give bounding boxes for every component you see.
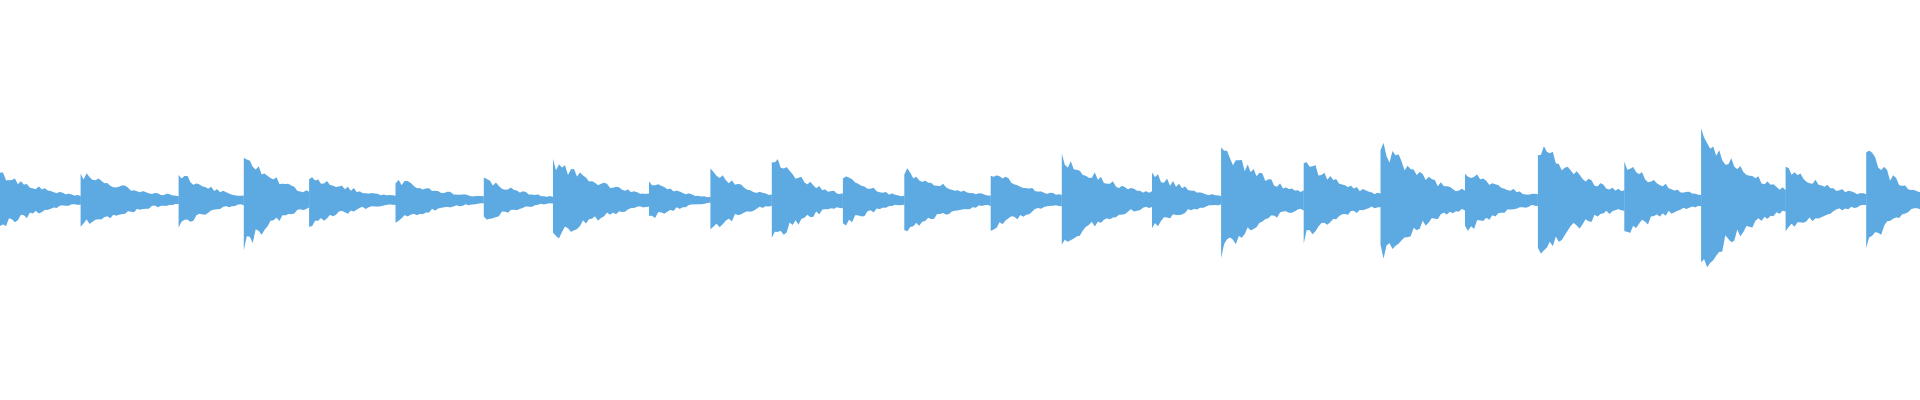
waveform-segment <box>1465 173 1538 231</box>
waveform-segment <box>710 168 772 230</box>
waveform-segment <box>649 181 711 218</box>
waveform-segment <box>990 175 1062 231</box>
waveform-segment <box>1785 166 1867 232</box>
waveform-segment <box>483 177 553 220</box>
waveform-segment <box>1701 128 1786 268</box>
waveform-segment <box>309 177 396 227</box>
waveform-segment <box>771 159 843 238</box>
waveform-segment <box>178 175 244 228</box>
waveform-segment <box>395 179 484 223</box>
waveform-segment <box>842 176 905 226</box>
waveform-segment <box>1624 161 1702 233</box>
waveform-segment <box>80 173 179 227</box>
waveform-segment <box>1380 142 1465 259</box>
waveform-segment <box>1866 150 1920 248</box>
waveform-segment <box>0 172 81 227</box>
waveform-segment <box>1303 162 1381 244</box>
waveform-segment <box>1221 147 1304 259</box>
waveform-segment <box>243 157 310 251</box>
waveform-segments <box>0 128 1920 268</box>
waveform-segment <box>904 168 991 232</box>
waveform-segment <box>1061 153 1152 245</box>
waveform-segment <box>1537 146 1625 254</box>
waveform-segment <box>1152 172 1222 229</box>
waveform-segment <box>553 158 649 239</box>
